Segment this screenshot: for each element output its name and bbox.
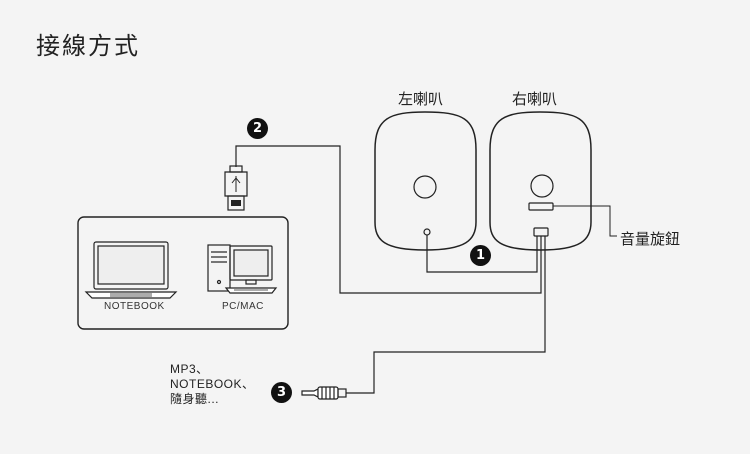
page-title: 接線方式	[36, 32, 140, 60]
step-1-badge: 1	[470, 245, 491, 266]
step-3-badge: 3	[271, 382, 292, 403]
right-speaker-label: 右喇叭	[512, 90, 558, 108]
right-speaker-driver	[530, 174, 554, 198]
notebook-label: NOTEBOOK	[104, 301, 165, 312]
audio-source-line-2: NOTEBOOK、	[170, 377, 255, 391]
volume-knob-label: 音量旋鈕	[620, 230, 681, 248]
step-2-badge: 2	[247, 118, 268, 139]
speaker-link-cable	[426, 235, 538, 273]
left-speaker-label: 左喇叭	[398, 90, 444, 108]
pc-icon	[207, 244, 278, 294]
audio-source-line-3: 隨身聽...	[170, 392, 220, 406]
audio-cable	[346, 236, 546, 394]
usb-plug	[224, 165, 248, 211]
right-speaker	[489, 111, 592, 251]
right-speaker-jack-panel	[533, 227, 549, 237]
audio-plug	[301, 386, 347, 400]
notebook-icon	[84, 241, 178, 299]
computer-box	[77, 216, 289, 330]
left-speaker-port	[423, 228, 431, 236]
left-speaker-driver	[413, 175, 437, 199]
usb-cable	[235, 145, 542, 294]
pc-mac-label: PC/MAC	[222, 301, 264, 312]
audio-source-line-1: MP3、	[170, 362, 209, 376]
audio-source-label: MP3、 NOTEBOOK、 隨身聽...	[170, 362, 255, 407]
volume-knob	[528, 202, 554, 211]
left-speaker	[374, 111, 477, 251]
volume-knob-leader	[553, 205, 617, 237]
